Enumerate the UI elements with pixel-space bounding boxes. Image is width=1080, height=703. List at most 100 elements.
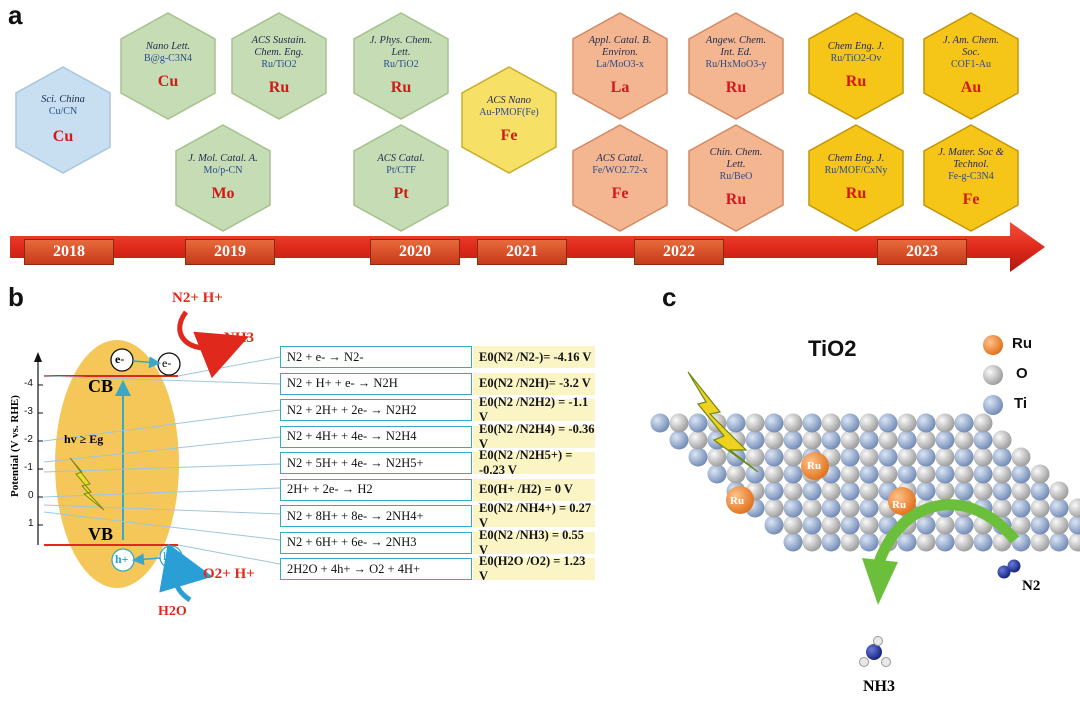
ti-atom <box>745 464 765 484</box>
hole-label-2: h+ <box>163 549 176 563</box>
o-atom <box>859 413 879 433</box>
hexagon-journal: Angew. Chem. Int. Ed. <box>705 35 767 58</box>
ti-atom <box>821 498 841 518</box>
ru-site-1: Ru <box>730 495 745 507</box>
ti-atom <box>1011 464 1031 484</box>
ti-atom <box>935 464 955 484</box>
ti-atom <box>802 515 822 535</box>
ru-atom <box>888 487 916 515</box>
ti-atom <box>726 413 746 433</box>
tick-neg4: -4 <box>24 378 33 389</box>
ti-atom <box>840 515 860 535</box>
bottom-reactant: H2O <box>158 604 187 619</box>
o-atom <box>1030 464 1050 484</box>
ti-atom <box>840 481 860 501</box>
reaction-equation: 2H+ + 2e- → H2 <box>280 478 472 501</box>
o-atom <box>1011 447 1031 467</box>
o-atom <box>821 481 841 501</box>
o-atom <box>954 464 974 484</box>
hexagon-3: J. Mol. Catal. A.Mo/p-CN Mo <box>175 124 271 232</box>
hole-label: h+ <box>115 552 129 566</box>
lattice-title: TiO2 <box>808 336 857 361</box>
hexagon-material: Ru/TiO2 <box>383 59 419 70</box>
hexagon-element: Cu <box>52 128 74 145</box>
hexagon-element: Ru <box>725 191 747 208</box>
hexagon-element: Fe <box>500 127 518 144</box>
tick-0: 0 <box>28 490 34 501</box>
o-atom <box>802 532 822 552</box>
o-atom <box>916 532 936 552</box>
hexagon-element: Cu <box>157 73 179 90</box>
ti-atom <box>821 430 841 450</box>
ti-atom <box>1030 515 1050 535</box>
hexagon-element: Ru <box>845 185 867 202</box>
ti-atom <box>954 481 974 501</box>
ti-atom <box>916 515 936 535</box>
reaction-equation: N2 + 2H+ + 2e- → N2H2 <box>280 399 472 421</box>
ti-atom <box>764 515 784 535</box>
hexagon-journal: J. Phys. Chem. Lett. <box>369 35 433 58</box>
hexagon-element: La <box>610 79 630 96</box>
tick-neg3: -3 <box>24 406 33 417</box>
o-atom <box>783 447 803 467</box>
hexagon-material: Fe-g-C3N4 <box>948 171 994 182</box>
ti-atom <box>688 413 708 433</box>
hexagon-journal: ACS Sustain. Chem. Eng. <box>251 35 307 58</box>
hexagon-material: Mo/p-CN <box>203 165 243 176</box>
year-2021: 2021 <box>477 239 567 265</box>
ti-atom <box>745 430 765 450</box>
ru-atom <box>801 452 829 480</box>
ti-atom <box>878 413 898 433</box>
o-atom <box>783 413 803 433</box>
hexagon-material: Au-PMOF(Fe) <box>479 107 539 118</box>
o-atom <box>821 515 841 535</box>
ti-atom <box>783 430 803 450</box>
o-atom <box>1049 515 1069 535</box>
o-atom <box>840 430 860 450</box>
cb-label: CB <box>88 376 114 396</box>
panel-letter-a: a <box>8 0 23 30</box>
legend-ru: Ru <box>1012 335 1032 352</box>
hexagon-element: Fe <box>962 191 980 208</box>
electron-label: e- <box>115 352 125 366</box>
excitation-label: hv ≥ Eg <box>64 432 104 446</box>
ti-atom <box>935 430 955 450</box>
year-2019: 2019 <box>185 239 275 265</box>
o-atom <box>764 464 784 484</box>
o-atom <box>916 464 936 484</box>
ti-atom <box>1049 498 1069 518</box>
ti-atom <box>859 430 879 450</box>
hexagon-material: Pt/CTF <box>386 165 416 176</box>
axis-label: Potential (V vs. RHE) <box>9 395 21 497</box>
reaction-equation: N2 + 6H+ + 6e- → 2NH3 <box>280 531 472 554</box>
tick-neg2: -2 <box>24 434 33 445</box>
reaction-equation: N2 + H+ + e- → N2H <box>280 372 472 395</box>
hexagon-journal: Chem Eng. J. <box>827 153 885 164</box>
hexagon-material: Ru/MOF/CxNy <box>824 165 888 176</box>
ti-atom <box>1068 515 1080 535</box>
nh3-label: NH3 <box>863 678 895 695</box>
o-atom <box>992 430 1012 450</box>
hexagon-element: Mo <box>211 185 235 202</box>
o-atom <box>726 464 746 484</box>
ti-atom <box>764 413 784 433</box>
year-2022: 2022 <box>634 239 724 265</box>
ti-atom <box>992 447 1012 467</box>
o-atom <box>878 464 898 484</box>
hexagon-journal: J. Mol. Catal. A. <box>188 153 258 164</box>
hexagon-element: Ru <box>845 73 867 90</box>
reaction-equation: N2 + 4H+ + 4e- → N2H4 <box>280 425 472 448</box>
o-atom <box>783 481 803 501</box>
o-atom <box>878 430 898 450</box>
o-atom <box>1030 498 1050 518</box>
o-atom <box>954 532 974 552</box>
hexagon-journal: ACS Nano <box>486 95 532 106</box>
o-atom <box>1011 481 1031 501</box>
ru-atom <box>726 486 754 514</box>
